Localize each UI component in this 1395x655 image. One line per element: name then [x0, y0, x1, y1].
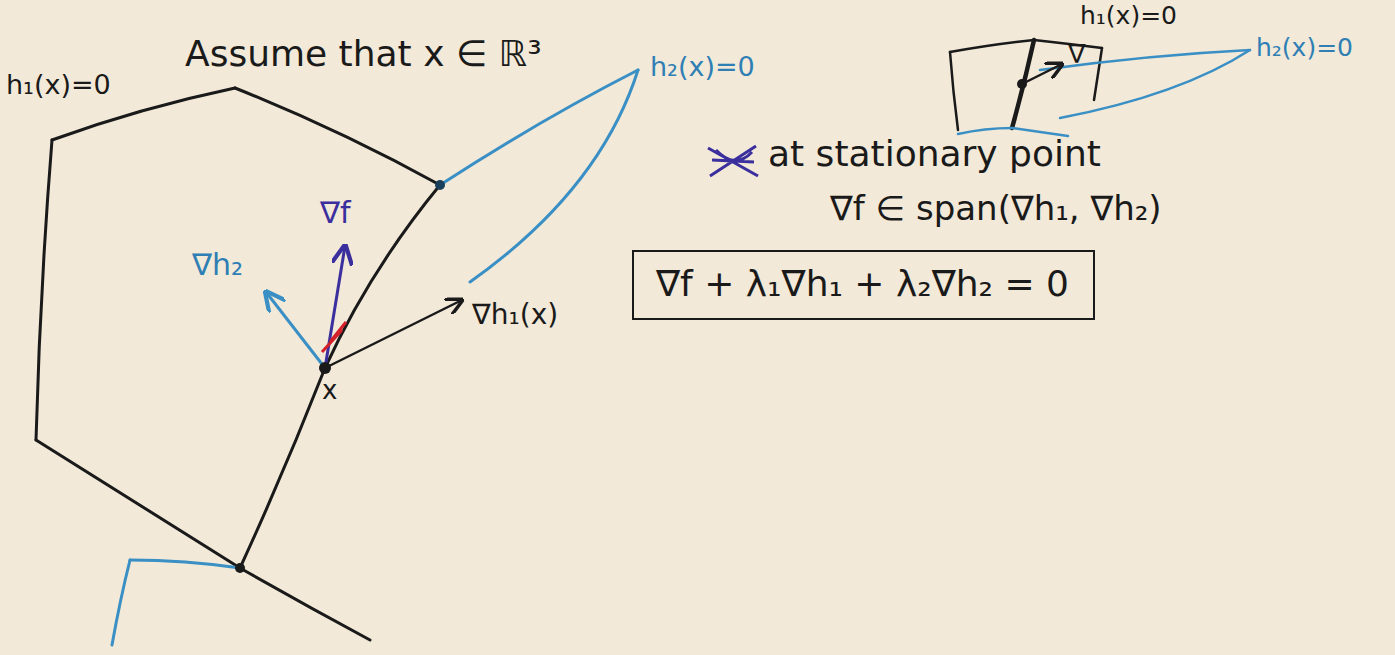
- point-x: [319, 362, 331, 374]
- grad-f-arrow: [325, 246, 345, 368]
- small-grad-arrow: [1022, 64, 1062, 84]
- corner-dot: [435, 180, 445, 190]
- h1-surface: [36, 88, 440, 640]
- surface-label: h₁(x)=0: [1080, 2, 1177, 30]
- surface-label: h₂(x)=0: [650, 52, 755, 82]
- equation-box: ∇f + λ₁∇h₁ + λ₂∇h₂ = 0: [632, 250, 1095, 320]
- vector-label: ∇: [1068, 40, 1085, 69]
- surface-label: h₂(x)=0: [1256, 34, 1353, 62]
- equation-text: ∇f + λ₁∇h₁ + λ₂∇h₂ = 0: [656, 264, 1071, 304]
- h2-surface: [112, 70, 638, 645]
- surface-label: h₁(x)=0: [6, 70, 111, 100]
- vector-label: ∇h₁(x): [472, 300, 558, 331]
- grad-h2-arrow: [266, 292, 325, 368]
- grad-h1-arrow: [325, 300, 462, 368]
- small-h1-surface: [950, 40, 1102, 130]
- assumption-note: Assume that x ∈ ℝ³: [185, 34, 542, 74]
- corner-dot: [235, 563, 245, 573]
- small-h2-surface: [958, 50, 1250, 136]
- vector-label: ∇f: [320, 196, 351, 229]
- point-label: x: [322, 376, 337, 405]
- red-scribble: [322, 322, 346, 352]
- span-condition: ∇f ∈ span(∇h₁, ∇h₂): [830, 190, 1162, 227]
- crossed-out-scribble: [708, 146, 758, 176]
- condition-note: at stationary point: [768, 134, 1101, 174]
- vector-label: ∇h₂: [192, 248, 243, 281]
